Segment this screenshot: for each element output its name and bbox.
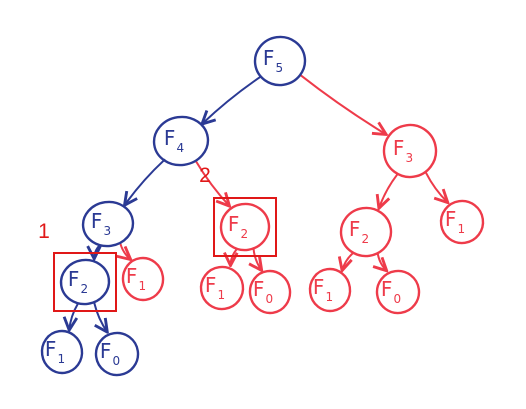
node-circle bbox=[40, 329, 84, 375]
node-label: F1 bbox=[205, 273, 225, 302]
tree-node-n1m: F1 bbox=[199, 265, 245, 311]
tree-node-n5: F5 bbox=[253, 35, 307, 87]
node-label: F2 bbox=[228, 212, 248, 241]
node-circle bbox=[253, 35, 307, 87]
highlight-layer: 12 bbox=[38, 164, 277, 312]
tree-node-n1b: F1 bbox=[40, 329, 84, 375]
node-circle bbox=[94, 331, 140, 377]
node-label: F1 bbox=[45, 337, 65, 366]
edge-n2r-to-n1r bbox=[342, 252, 354, 270]
edge-n4-to-n2m bbox=[194, 160, 230, 206]
edge-n2m-to-n0m bbox=[254, 248, 262, 270]
tree-node-n2r: F2 bbox=[339, 206, 393, 258]
tree-node-n3r: F3 bbox=[382, 123, 438, 179]
edge-n3-to-n2 bbox=[94, 244, 99, 258]
edge-n2m-to-n1m bbox=[231, 248, 237, 266]
node-circle bbox=[81, 200, 135, 248]
node-circle bbox=[59, 258, 111, 306]
node-circle bbox=[375, 269, 421, 315]
node-circle bbox=[121, 256, 165, 302]
node-label: F2 bbox=[349, 217, 369, 246]
node-circle bbox=[152, 115, 210, 167]
edge-n3-to-n1a bbox=[120, 242, 130, 259]
edge-n4-to-n3 bbox=[125, 158, 166, 205]
step-label-2: 2 bbox=[199, 164, 211, 187]
node-label: F3 bbox=[393, 136, 413, 165]
edge-n5-to-n3r bbox=[299, 74, 387, 134]
tree-node-n2m: F2 bbox=[219, 202, 271, 252]
tree-node-n1rr: F1 bbox=[439, 199, 485, 245]
node-circle bbox=[439, 199, 485, 245]
edge-n2-to-n0b bbox=[93, 302, 107, 332]
node-label: F4 bbox=[164, 126, 184, 155]
node-label: F0 bbox=[381, 277, 401, 306]
node-label: F3 bbox=[91, 209, 111, 238]
node-label: F1 bbox=[313, 275, 333, 304]
node-label: F1 bbox=[445, 207, 465, 236]
node-circle bbox=[339, 206, 393, 258]
node-label: F5 bbox=[263, 46, 283, 75]
tree-node-n4: F4 bbox=[152, 115, 210, 167]
highlight-box-2 bbox=[213, 197, 277, 257]
node-circle bbox=[308, 267, 352, 313]
node-circle bbox=[382, 123, 438, 179]
node-circle bbox=[248, 269, 292, 315]
node-circle bbox=[219, 202, 271, 252]
tree-node-n1a: F1 bbox=[121, 256, 165, 302]
node-label: F0 bbox=[253, 277, 273, 306]
edge-n5-to-n4 bbox=[202, 75, 262, 124]
highlight-box-1 bbox=[53, 252, 117, 312]
node-label: F2 bbox=[68, 267, 88, 296]
tree-node-n1r: F1 bbox=[308, 267, 352, 313]
node-circle bbox=[199, 265, 245, 311]
edges-layer bbox=[69, 74, 448, 332]
tree-node-n2: F2 bbox=[59, 258, 111, 306]
edge-n2r-to-n0r bbox=[378, 253, 387, 271]
edge-n2-to-n1b bbox=[69, 302, 79, 330]
node-label: F0 bbox=[100, 339, 120, 368]
step-label-1: 1 bbox=[38, 220, 50, 243]
node-label: F1 bbox=[126, 264, 146, 293]
tree-node-n3: F3 bbox=[81, 200, 135, 248]
tree-node-n0b: F0 bbox=[94, 331, 140, 377]
edge-n3r-to-n2r bbox=[379, 173, 399, 209]
tree-node-n0r: F0 bbox=[375, 269, 421, 315]
tree-node-n0m: F0 bbox=[248, 269, 292, 315]
edge-n3r-to-n1rr bbox=[425, 171, 448, 203]
